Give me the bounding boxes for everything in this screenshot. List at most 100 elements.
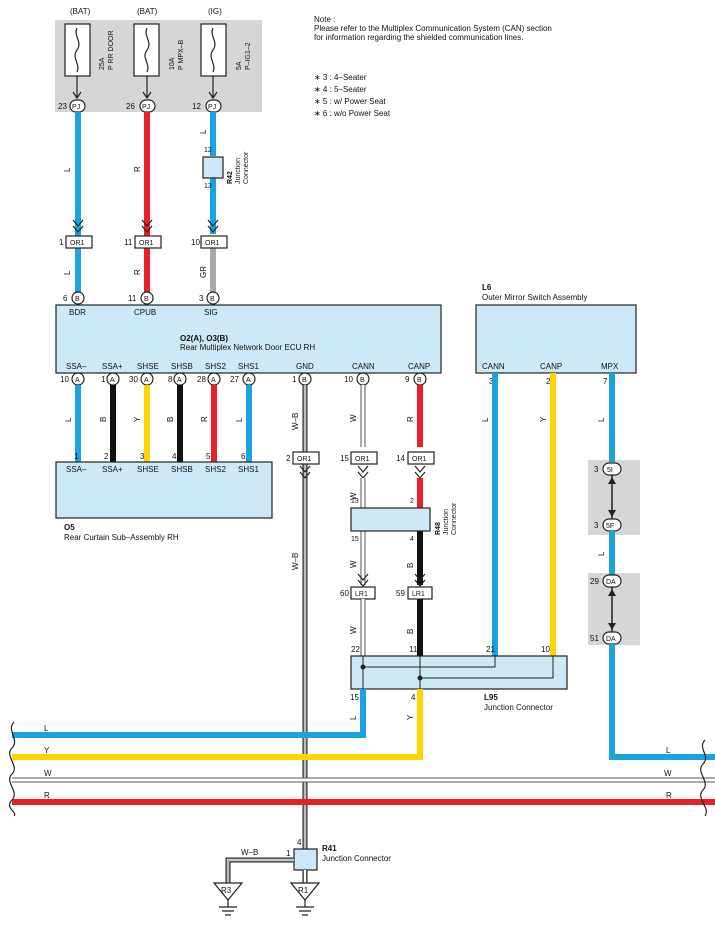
or1-mid-row: 2 OR1 15 OR1 14 OR1 [286, 451, 435, 479]
r48-pin: 15 [351, 536, 359, 543]
wire-label: B [406, 629, 415, 634]
ground-label: R3 [221, 886, 232, 895]
or1-connector [350, 451, 378, 465]
or1-pin: 10 [191, 238, 200, 247]
fuse-1-source: (BAT) [70, 7, 91, 16]
ecu-top-pin-conn: B [210, 296, 215, 303]
fuse-1-name: P RR DOOR [108, 30, 115, 70]
wire-label: R [200, 416, 209, 422]
ground-symbol-icon [219, 900, 237, 916]
ecu-body [55, 304, 442, 374]
fuse-1-rating: 25A [99, 57, 106, 70]
o5-pin-label: SSA– [66, 465, 87, 474]
or1-pin: 11 [124, 238, 133, 247]
ecu-bottom-pin: 27 [230, 375, 239, 384]
r41-name: Junction Connector [322, 854, 391, 863]
or1-pin: 2 [286, 454, 291, 463]
o5-id: O5 [64, 523, 75, 532]
l95-pin-top: 11 [409, 645, 418, 654]
r42-pin-top: 12 [204, 147, 212, 154]
wire-label: W [349, 492, 358, 500]
wire-label: L [481, 417, 490, 422]
fuse-block: (BAT) 25A P RR DOOR (BAT) 10A P MPX–B (I… [55, 7, 262, 113]
wire-label: B [406, 563, 415, 568]
ground-icon [212, 882, 244, 901]
o5-rear-curtain: 1 2 3 4 5 6 SSA– SSA+ SHSE SHSB SHS2 SHS… [55, 452, 273, 542]
r48-pin: 13 [351, 498, 359, 505]
ecu-bottom-pin-conn: B [417, 377, 422, 384]
or1-connector [407, 451, 435, 465]
r48-pin: 2 [410, 498, 414, 505]
ecu-bottom-pin-label: SHSB [171, 362, 193, 371]
ecu-bottom-pin-label: SHS2 [205, 362, 226, 371]
r42-body [202, 156, 224, 179]
ecu-bottom-pin-label: GND [296, 362, 314, 371]
l6-pin: 7 [603, 377, 608, 386]
ecu-bottom-pin: 8 [168, 375, 173, 384]
mpx-pin: 3 [594, 465, 599, 474]
wire-label: W [349, 626, 358, 634]
ecu-bottom-pin-label: SHS1 [238, 362, 259, 371]
o5-pin: 6 [241, 452, 246, 461]
mpx-connector-label: 5F [606, 523, 614, 530]
wire-label: L [597, 417, 606, 422]
lr1-label: LR1 [355, 591, 368, 598]
ecu-o2-o3: 6 B 11 B 3 B BDR CPUB SIG O2(A), O3(B) R… [55, 291, 442, 374]
or1-label: OR1 [139, 240, 154, 247]
note-title: Note : [314, 15, 335, 24]
o5-pin: 2 [104, 452, 109, 461]
l6-id: L6 [482, 283, 492, 292]
l95-bus-b [419, 656, 554, 689]
ecu-bottom-pin: 10 [344, 375, 353, 384]
ecu-top-pin: 3 [199, 294, 204, 303]
mpx-connector-label: DA [606, 636, 616, 643]
or1-pin: 14 [396, 454, 405, 463]
or1-connector [292, 451, 320, 465]
l6-pin-label: CANP [540, 362, 562, 371]
fuse-2-rating: 10A [169, 57, 176, 70]
l6-pin: 3 [489, 377, 494, 386]
or1-label: OR1 [412, 456, 427, 463]
wire-label: W–B [291, 413, 300, 430]
wire-label: B [166, 417, 175, 422]
wire-label: L [63, 167, 72, 172]
arrow-down-icon [608, 623, 616, 630]
bus-label: Y [44, 746, 50, 755]
lr1-pin: 59 [396, 589, 405, 598]
r48-junction-connector: 13 2 15 4 R48 Junction Connector [350, 498, 458, 543]
ecu-bottom-pin-label: SHSE [137, 362, 159, 371]
ecu-bottom-pin: 28 [197, 375, 206, 384]
legend: ∗ 3 : 4–Seater ∗ 4 : 5–Seater ∗ 5 : w/ P… [314, 73, 391, 118]
ecu-top-pin-circle [206, 291, 220, 305]
wire-r3-inner [226, 858, 294, 883]
or1-connector [134, 235, 162, 249]
ecu-top-pin-conn: B [144, 296, 149, 303]
ecu-bottom-pins: 10 A 1 A 30 A 8 A 28 A 27 A 1 B 10 B 9 B [60, 372, 427, 386]
l6-name: Outer Mirror Switch Assembly [482, 293, 587, 302]
wire-label: W [349, 560, 358, 568]
fuse-3-pin: 12 [192, 102, 201, 111]
harness-break-left [8, 721, 16, 817]
l95-node [417, 675, 423, 681]
wire-label: W [349, 414, 358, 422]
l6-pin-label: CANN [482, 362, 505, 371]
ground-r3: R3 [212, 882, 244, 916]
ecu-bottom-pin-label: CANP [408, 362, 430, 371]
r48-desc-1: Junction [443, 509, 450, 535]
or1-connector [200, 235, 228, 249]
wire-label: L [235, 417, 244, 422]
r48-id: R48 [435, 522, 442, 535]
legend-item: ∗ 6 : w/o Power Seat [314, 109, 391, 118]
l95-node [360, 664, 366, 670]
lr1-label: LR1 [412, 591, 425, 598]
chevron-down-icon [357, 465, 369, 479]
ecu-id: O2(A), O3(B) [180, 334, 228, 343]
or1-pin: 15 [340, 454, 349, 463]
wire-label: L [349, 715, 358, 720]
o5-pin: 3 [140, 452, 145, 461]
harness-break-right [700, 739, 707, 817]
can-wires-ecu: W R [349, 385, 423, 447]
l95-pin-bottom: 15 [350, 693, 359, 702]
ecu-top-pin: 11 [128, 294, 137, 303]
legend-item: ∗ 4 : 5–Seater [314, 85, 367, 94]
